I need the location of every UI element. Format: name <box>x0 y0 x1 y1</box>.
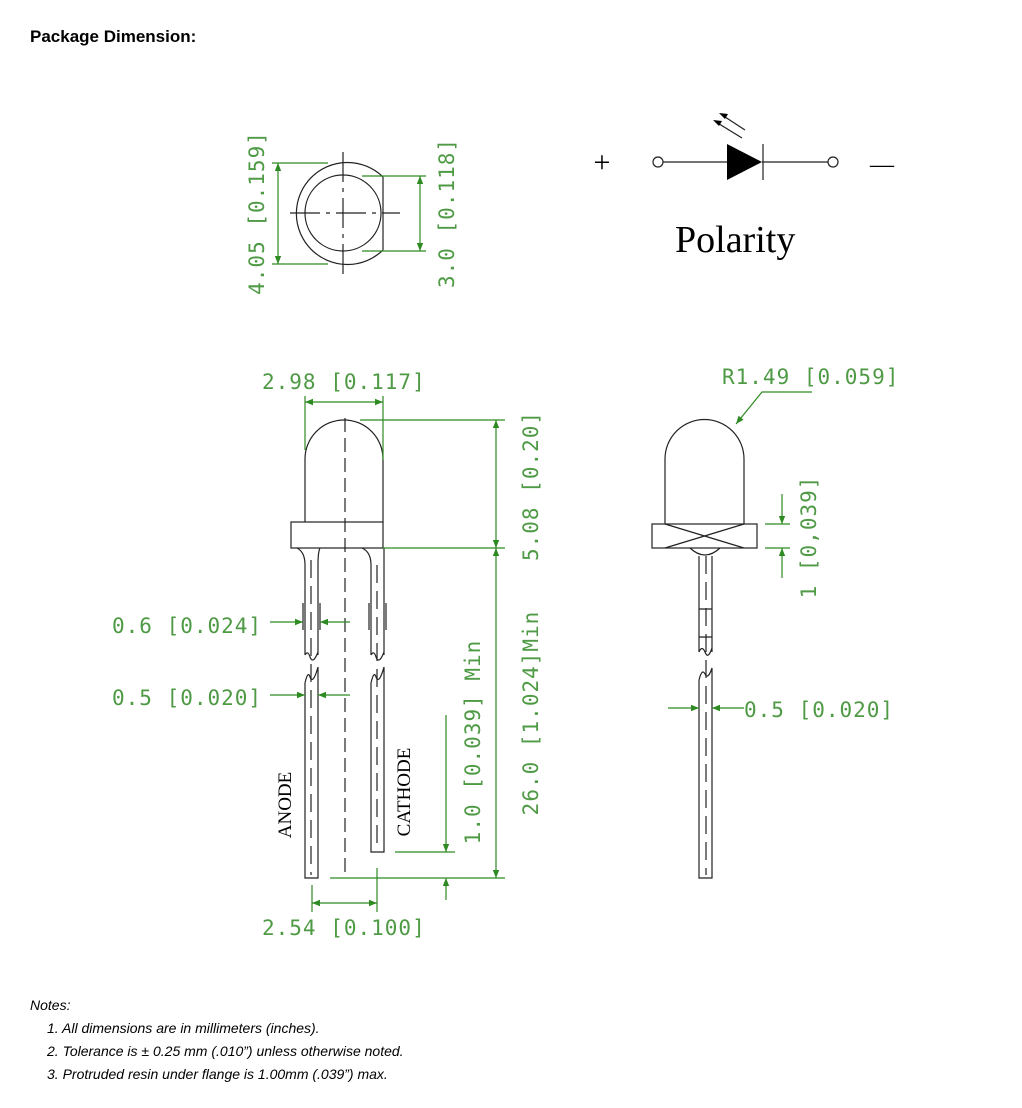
lead-width-upper-dim: 0.6 [0.024] <box>112 614 262 638</box>
anode-label: ANODE <box>275 772 296 839</box>
flange <box>290 521 384 549</box>
plus-sign: + <box>594 146 611 179</box>
lens-height-dim: 5.08 [0.20] <box>519 411 543 561</box>
lead-spacing-dim: 2.54 [0.100] <box>262 916 426 940</box>
notes-heading: Notes: <box>30 997 71 1013</box>
flange-thickness-dim: 1 [0,039] <box>797 476 821 599</box>
polarity-symbol: + — Polarity <box>594 113 895 261</box>
lead-offset-dim: 1.0 [0.039] Min <box>461 640 485 845</box>
outer-diameter-dim: 4.05 [0.159] <box>245 131 269 295</box>
top-view: 4.05 [0.159] 3.0 [0.118] <box>245 131 459 295</box>
lens-body <box>304 419 384 522</box>
note-item: 2. Tolerance is ± 0.25 mm (.010”) unless… <box>46 1043 404 1059</box>
page-title: Package Dimension: <box>30 27 196 46</box>
cathode-label: CATHODE <box>394 748 415 837</box>
light-emission-arrows-icon <box>713 113 746 139</box>
side-lead-width-dim: 0.5 [0.020] <box>744 698 894 722</box>
flat-width-dim: 3.0 [0.118] <box>435 138 459 288</box>
minus-sign: — <box>869 152 895 178</box>
note-item: 3. Protruded resin under flange is 1.00m… <box>47 1066 388 1082</box>
lead-length-dim: 26.0 [1.024]Min <box>519 611 543 816</box>
lead-width-lower-dim: 0.5 [0.020] <box>112 686 262 710</box>
radius-dim: R1.49 [0.059] <box>722 365 899 389</box>
front-view: 2.98 [0.117] 5.08 [0.20] 26.0 [1.024]Min… <box>112 370 543 940</box>
note-item: 1. All dimensions are in millimeters (in… <box>47 1020 320 1036</box>
diode-icon <box>727 144 762 180</box>
notes: Notes: 1. All dimensions are in millimet… <box>30 997 404 1082</box>
polarity-label: Polarity <box>675 219 795 261</box>
side-view: R1.49 [0.059] 1 [0,039] 0.5 [0.020] <box>651 365 899 879</box>
flange <box>651 523 758 549</box>
lens-width-dim: 2.98 [0.117] <box>262 370 426 394</box>
